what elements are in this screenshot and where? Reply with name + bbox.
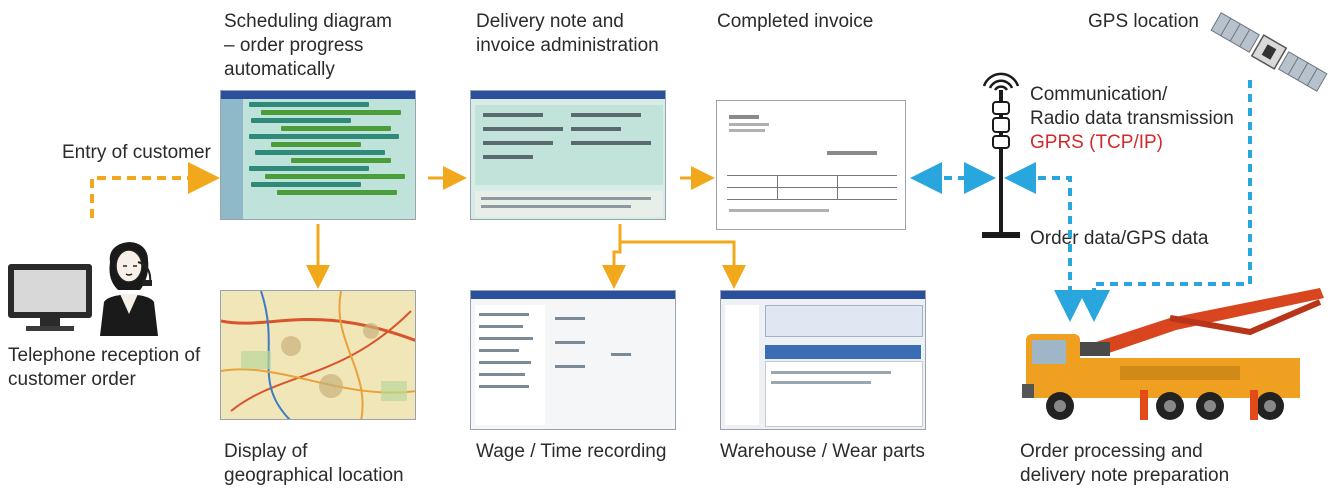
label-gps-location: GPS location xyxy=(1088,11,1199,32)
label-order-processing: Order processing and delivery note prepa… xyxy=(1020,441,1230,486)
completed-invoice-document xyxy=(716,100,906,230)
arrow-entry-to-scheduling xyxy=(90,162,220,218)
scheduling-diagram-screen xyxy=(220,90,416,220)
wage-time-screen xyxy=(470,290,676,430)
arrow-antenna-truck xyxy=(1004,162,1086,322)
arrow-satellite-truck xyxy=(1078,80,1252,322)
arrow-delivery-to-wage xyxy=(602,224,626,289)
concrete-pump-truck-icon xyxy=(1022,288,1324,420)
label-geo-display: Display of geographical location xyxy=(224,441,404,486)
arrow-delivery-to-warehouse xyxy=(620,240,746,289)
map-roads xyxy=(221,291,415,419)
delivery-note-screen xyxy=(470,90,666,220)
geographic-map-screen xyxy=(220,290,416,420)
call-center-agent-icon xyxy=(100,242,158,336)
label-wage-time: Wage / Time recording xyxy=(476,441,667,462)
satellite-icon xyxy=(1210,12,1328,92)
label-entry-of-customer: Entry of customer xyxy=(62,142,211,163)
computer-monitor-icon xyxy=(8,264,92,331)
antenna-mast-icon xyxy=(982,72,1020,238)
label-scheduling-diagram: Scheduling diagram – order progress auto… xyxy=(224,11,392,80)
label-communication: Communication/ Radio data transmission xyxy=(1030,84,1234,129)
label-completed-invoice: Completed invoice xyxy=(717,11,874,32)
label-delivery-admin: Delivery note and invoice administration xyxy=(476,11,659,56)
warehouse-screen xyxy=(720,290,926,430)
label-warehouse: Warehouse / Wear parts xyxy=(720,441,925,462)
label-gprs: GPRS (TCP/IP) xyxy=(1030,132,1164,153)
label-telephone-reception: Telephone reception of customer order xyxy=(8,345,201,390)
